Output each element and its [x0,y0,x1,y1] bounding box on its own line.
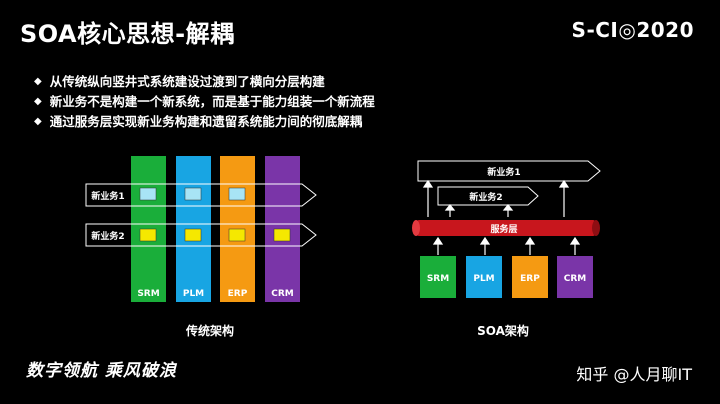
business-label: 新业务2 [91,230,124,242]
business-label: 新业务2 [469,191,502,203]
system-label: ERP [520,274,540,284]
left-diagram-caption: 传统架构 [185,324,234,338]
module-box [228,187,246,201]
module-box [184,228,202,242]
business-label: 新业务1 [487,166,520,178]
system-box-erp [512,256,548,298]
up-arrows-to-business [422,179,570,217]
system-label: CRM [271,289,294,299]
slogan: 数字领航 乘风破浪 [26,361,177,381]
slide-title: SOA核心思想-解耦 [20,20,235,48]
business-arrow-1 [417,160,601,182]
bullet-text: 从传统纵向竖井式系统建设过渡到了横向分层构建 [49,74,325,89]
system-label: ERP [228,289,248,299]
system-label: PLM [473,274,494,284]
module-box [184,187,202,201]
bullet-item: ◆ 通过服务层实现新业务构建和遗留系统能力间的彻底解耦 [34,112,375,132]
system-label: CRM [564,274,587,284]
service-layer-cap [592,220,600,236]
business-arrow-2 [437,186,539,206]
service-layer-label: 服务层 [490,223,517,235]
system-label: SRM [427,274,449,284]
bullet-text: 新业务不是构建一个新系统，而是基于能力组装一个新流程 [49,94,375,109]
bullet-list: ◆ 从传统纵向竖井式系统建设过渡到了横向分层构建 ◆ 新业务不是构建一个新系统，而是… [34,72,375,132]
bullet-item: ◆ 从传统纵向竖井式系统建设过渡到了横向分层构建 [34,72,375,92]
diamond-bullet-icon: ◆ [34,76,42,87]
soa-architecture-diagram: 新业务1 新业务2 服务层 SRM PLM ERP CRM [412,160,601,298]
module-box [228,228,246,242]
right-diagram-caption: SOA架构 [477,324,529,338]
module-box [139,187,157,201]
traditional-architecture-diagram: 新业务1 新业务2 SRM PLM ERP CRM [85,156,317,302]
system-box-plm [466,256,502,298]
business-label: 新业务1 [91,190,124,202]
system-label: SRM [137,289,159,299]
zhihu-watermark: 知乎 @人月聊IT [576,365,692,384]
system-box-srm [420,256,456,298]
business-arrow-2 [85,223,317,247]
module-box [139,228,157,242]
bullet-text: 通过服务层实现新业务构建和遗留系统能力间的彻底解耦 [49,114,363,129]
module-box [273,228,291,242]
up-arrows-to-service-layer [432,236,581,255]
diamond-bullet-icon: ◆ [34,116,42,127]
business-arrow-1 [85,183,317,207]
diamond-bullet-icon: ◆ [34,96,42,107]
event-logo: S-CI◎2020 [571,18,694,42]
system-label: PLM [183,289,204,299]
bullet-item: ◆ 新业务不是构建一个新系统，而是基于能力组装一个新流程 [34,92,375,112]
service-layer-cap [412,220,420,236]
service-layer-bar [416,220,596,236]
system-box-crm [557,256,593,298]
